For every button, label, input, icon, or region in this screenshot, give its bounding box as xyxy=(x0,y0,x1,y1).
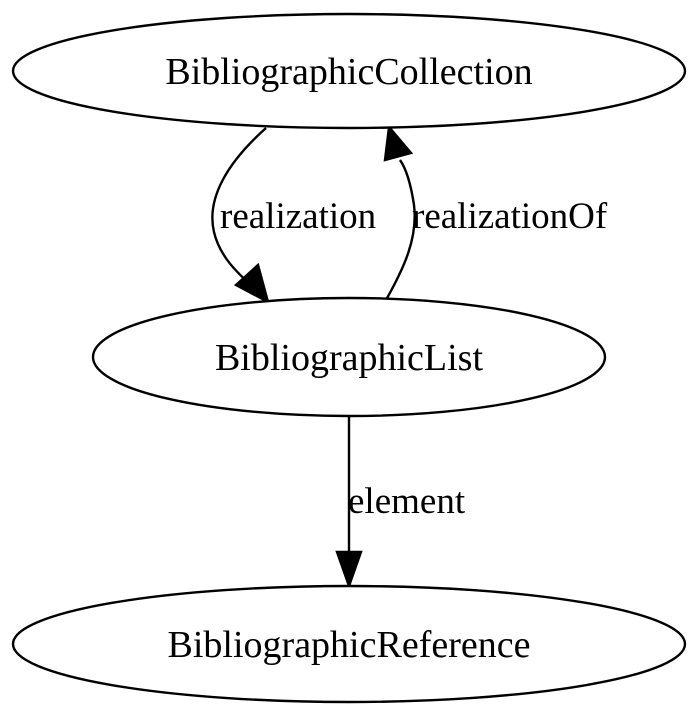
edge-label-element: element xyxy=(348,481,466,522)
edge-label-realization: realization xyxy=(220,196,376,237)
node-bibliographic-collection: BibliographicCollection xyxy=(11,12,687,130)
edge-realization: realization xyxy=(211,127,376,305)
node-bibliographic-list-shape xyxy=(91,296,607,418)
edge-label-realization-of: realizationOf xyxy=(412,196,608,237)
node-bibliographic-collection-shape xyxy=(11,12,687,130)
edge-realization-line xyxy=(211,127,267,289)
edge-realization-of: realizationOf xyxy=(383,124,608,301)
node-bibliographic-collection-label: BibliographicCollection xyxy=(165,51,532,93)
edge-realization-of-line xyxy=(384,159,416,301)
node-bibliographic-reference-shape xyxy=(11,584,687,704)
node-bibliographic-reference: BibliographicReference xyxy=(11,584,687,704)
node-bibliographic-reference-label: BibliographicReference xyxy=(168,624,531,666)
edge-realization-arrowhead xyxy=(233,262,270,305)
edge-element-arrowhead xyxy=(335,550,363,590)
edge-realization-of-arrowhead xyxy=(383,124,414,162)
node-bibliographic-list: BibliographicList xyxy=(91,296,607,418)
node-bibliographic-list-label: BibliographicList xyxy=(215,337,484,379)
edge-element: element xyxy=(335,417,466,590)
